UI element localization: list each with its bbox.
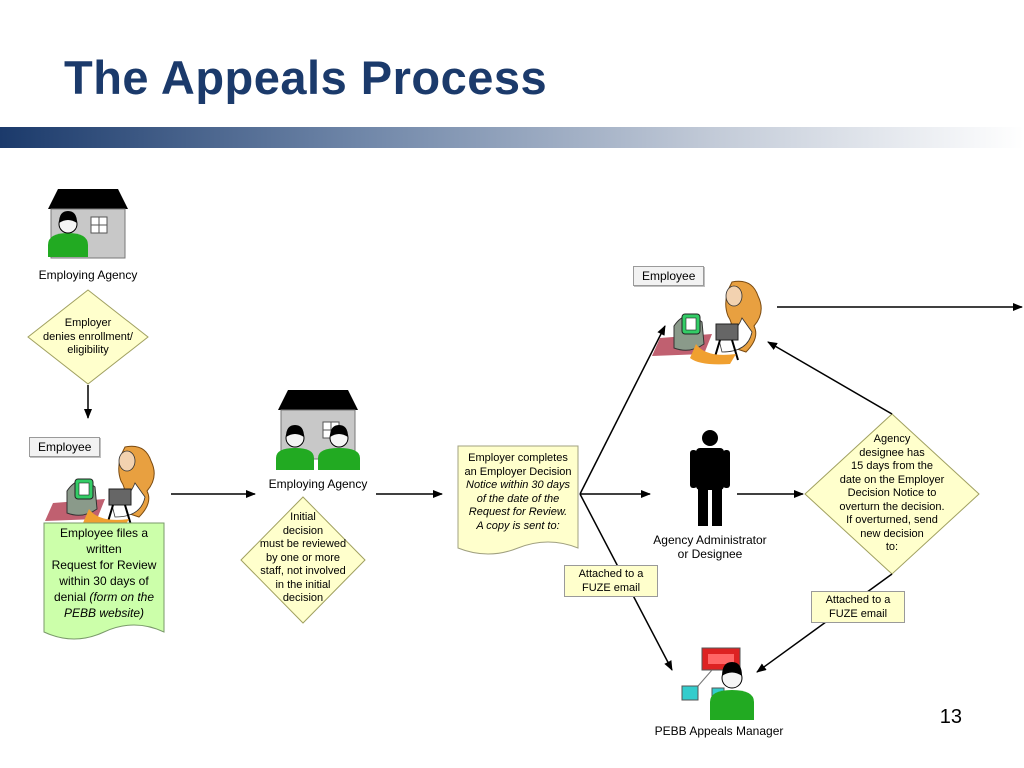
decision-denies-text: Employer denies enrollment/ eligibility xyxy=(28,317,148,358)
text-line: in the initial xyxy=(275,578,331,591)
text-line: Employee files a xyxy=(59,526,149,540)
text-line: Attached to a xyxy=(578,568,644,580)
text-line: If overturned, send xyxy=(846,514,938,526)
text-line: overturn the decision. xyxy=(839,500,945,513)
woman-at-computer-icon-left xyxy=(44,445,156,531)
attached-fuze-email-note-2: Attached to a FUZE email xyxy=(811,591,905,623)
text-line: Decision Notice to xyxy=(847,487,937,499)
text-line: or Designee xyxy=(677,547,743,561)
arrow-designee-to-employee-right xyxy=(767,341,893,415)
text-italic: (form on the xyxy=(89,590,155,604)
text-line: denies enrollment/ xyxy=(43,330,133,343)
text-line: decision xyxy=(282,592,324,604)
employer-decision-document xyxy=(457,445,579,555)
text-italic: A copy is sent to: xyxy=(476,519,560,532)
text-line: Agency xyxy=(873,433,911,445)
decision-designee-text: Agency designee has 15 days from the dat… xyxy=(827,433,957,555)
text-line: 15 days from the xyxy=(851,460,933,472)
employer-doc-text: Employer completes an Employer Decision … xyxy=(455,452,581,533)
text-italic: Request for Review. xyxy=(468,506,568,518)
text-line: Employer xyxy=(64,317,112,329)
text-line: FUZE email xyxy=(828,608,888,620)
text-line: decision xyxy=(282,524,324,537)
person-at-computers-icon xyxy=(681,647,754,720)
text-line: A copy is sent to: xyxy=(455,520,581,534)
employing-agency-mid-label: Employing Agency xyxy=(268,477,368,491)
text-line: an Employer Decision xyxy=(464,465,572,478)
decision-denies-diamond xyxy=(27,289,149,385)
text-line: denial (form on the xyxy=(44,589,164,605)
text-italic: PEBB website) xyxy=(63,606,145,620)
employee-request-document xyxy=(43,522,165,640)
text-line: PEBB website) xyxy=(44,605,164,621)
house-with-person-icon xyxy=(47,188,129,259)
text-line: must be reviewed xyxy=(259,538,347,550)
text-line: of the date of the xyxy=(455,493,581,507)
employee-doc-text: Employee files a written Request for Rev… xyxy=(44,525,164,621)
text-line: new decision xyxy=(860,527,924,540)
decision-initial-text: Initial decision must be reviewed by one… xyxy=(243,511,363,606)
decision-initial-diamond xyxy=(240,496,366,624)
text-line: Employer completes xyxy=(468,452,568,464)
employing-agency-top-label: Employing Agency xyxy=(38,268,138,282)
arrow-designee-to-pebb-manager xyxy=(756,573,893,673)
agency-admin-label: Agency Administrator or Designee xyxy=(640,533,780,561)
standing-person-icon xyxy=(690,430,730,526)
text-line: eligibility xyxy=(67,344,109,356)
text-plain: denial xyxy=(53,590,90,604)
text-line: within 30 days of xyxy=(59,574,149,588)
text-line: by one or more xyxy=(266,551,340,564)
arrow-doc-to-employee-right xyxy=(579,325,666,495)
text-line: date on the Employer xyxy=(839,473,945,486)
employee-left-label: Employee xyxy=(29,437,101,457)
text-line: Initial xyxy=(290,511,316,523)
attached-fuze-email-note-1: Attached to a FUZE email xyxy=(564,565,658,597)
page-title: The Appeals Process xyxy=(64,51,548,104)
text-line: Notice within 30 days xyxy=(455,479,581,493)
pebb-appeals-manager-label: PEBB Appeals Manager xyxy=(654,724,784,738)
text-line: to: xyxy=(885,541,899,553)
text-italic: of the date of the xyxy=(476,492,560,505)
text-line: Request for Review xyxy=(51,558,157,572)
title-gradient-bar xyxy=(0,127,1024,148)
text-italic: Notice within 30 days xyxy=(466,479,570,491)
text-line: written xyxy=(86,542,122,556)
page-number: 13 xyxy=(939,706,962,728)
employee-right-label: Employee xyxy=(633,266,705,286)
text-line: FUZE email xyxy=(581,582,641,594)
woman-at-computer-icon-right xyxy=(651,280,763,366)
text-line: Request for Review. xyxy=(455,506,581,520)
text-line: Attached to a xyxy=(825,594,891,606)
text-line: designee has xyxy=(859,446,925,459)
house-with-two-people-icon xyxy=(276,389,360,470)
text-line: Agency Administrator xyxy=(653,533,767,547)
text-line: staff, not involved xyxy=(260,565,346,577)
